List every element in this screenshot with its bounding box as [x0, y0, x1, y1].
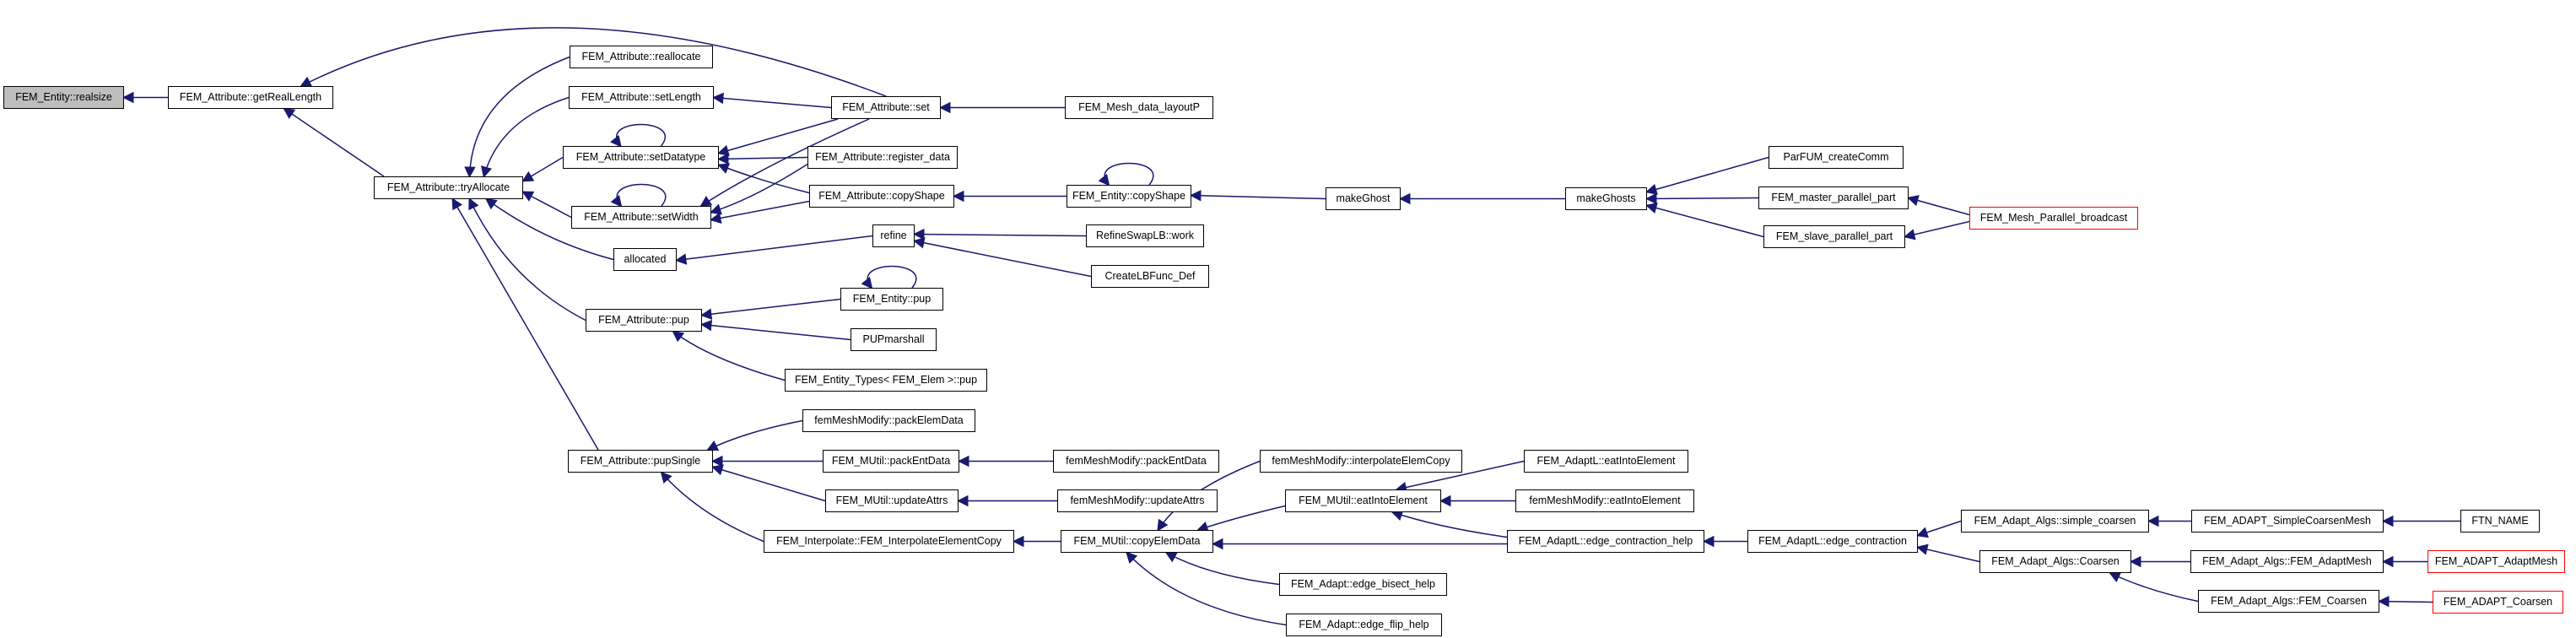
- node-setLength[interactable]: FEM_Attribute::setLength: [569, 86, 714, 109]
- node-entity_pup[interactable]: FEM_Entity::pup: [840, 288, 943, 311]
- edge-createlbfunc_def-refine: [913, 237, 1092, 278]
- edge-allocated-tryAllocate: [484, 197, 614, 261]
- edge-entity_types_pup-attr_pup: [672, 330, 786, 381]
- edge-pupSingle-tryAllocate: [451, 197, 599, 451]
- node-entity_types_pup[interactable]: FEM_Entity_Types< FEM_Elem >::pup: [785, 369, 987, 392]
- node-simpleCoarsenMesh[interactable]: FEM_ADAPT_SimpleCoarsenMesh: [2191, 510, 2384, 533]
- edge-setWidth-tryAllocate: [521, 191, 572, 219]
- node-femMM_interpElemCopy[interactable]: femMeshModify::interpolateElemCopy: [1260, 450, 1462, 473]
- edge-mutil_eatIntoElement-copyElemData: [1196, 505, 1286, 533]
- edge-refineswaplb_work-refine: [912, 228, 1087, 241]
- edge-adaptl_eatIntoElement-mutil_eatIntoElement: [1395, 460, 1525, 494]
- edge-algs_coarsen-edge_contraction: [1916, 543, 1980, 563]
- edge-fem_coarsen-algs_coarsen: [2109, 571, 2199, 603]
- node-mutil_updateAttrs[interactable]: FEM_MUtil::updateAttrs: [825, 489, 959, 512]
- node-pupSingle[interactable]: FEM_Attribute::pupSingle: [568, 450, 713, 473]
- node-adapt_coarsen[interactable]: FEM_ADAPT_Coarsen: [2433, 591, 2563, 614]
- node-slave_parallel[interactable]: FEM_slave_parallel_part: [1763, 225, 1905, 248]
- node-packElemData[interactable]: femMeshModify::packElemData: [802, 409, 975, 432]
- edge-mesh_parallel_broadcast-slave_parallel: [1904, 220, 1970, 241]
- node-master_parallel[interactable]: FEM_master_parallel_part: [1758, 187, 1909, 209]
- node-algs_coarsen[interactable]: FEM_Adapt_Algs::Coarsen: [1979, 550, 2131, 573]
- edge-refine-allocated: [674, 235, 873, 265]
- node-edge_contraction[interactable]: FEM_AdaptL::edge_contraction: [1747, 530, 1918, 553]
- node-ftn_name[interactable]: FTN_NAME: [2460, 510, 2540, 533]
- edge-attr_copyShape-setWidth: [710, 200, 810, 224]
- edge-entity_pup-attr_pup: [699, 298, 841, 320]
- node-makeGhosts[interactable]: makeGhosts: [1565, 187, 1647, 210]
- node-refineswaplb_work[interactable]: RefineSwapLB::work: [1086, 224, 1204, 247]
- node-flip_help[interactable]: FEM_Adapt::edge_flip_help: [1286, 614, 1442, 636]
- node-refine[interactable]: refine: [872, 224, 915, 247]
- edge-master_parallel-makeGhosts: [1644, 192, 1759, 205]
- node-femMM_updateAttrs[interactable]: femMeshModify::updateAttrs: [1057, 489, 1218, 512]
- edge-attr_pup-tryAllocate: [468, 197, 586, 322]
- edge-entity_pup-entity_pup: [861, 265, 917, 289]
- edge-attr_copyShape-setDatatype: [717, 163, 810, 194]
- edge-parfum_createComm-makeGhosts: [1645, 156, 1769, 195]
- edge-setDatatype-setDatatype: [610, 123, 666, 148]
- edge-flip_help-copyElemData: [1126, 551, 1287, 626]
- edge-simple_coarsen-edge_contraction: [1916, 520, 1962, 538]
- node-parfum_createComm[interactable]: ParFUM_createComm: [1769, 146, 1904, 169]
- node-realsize: FEM_Entity::realsize: [3, 86, 124, 109]
- node-pupmarshall[interactable]: PUPmarshall: [851, 328, 937, 351]
- edge-set-setDatatype: [717, 118, 839, 156]
- node-attr_copyShape[interactable]: FEM_Attribute::copyShape: [809, 185, 954, 208]
- edge-packElemData-pupSingle: [706, 419, 803, 451]
- edge-adapt_coarsen-fem_coarsen: [2377, 595, 2433, 608]
- edge-reallocate-tryAllocate: [464, 56, 570, 179]
- node-makeGhost[interactable]: makeGhost: [1326, 187, 1401, 210]
- edge-mesh_parallel_broadcast-master_parallel: [1907, 195, 1970, 216]
- node-register_data[interactable]: FEM_Attribute::register_data: [807, 146, 958, 169]
- edge-contraction_help-mutil_eatIntoElement: [1391, 510, 1508, 538]
- node-interp_copy[interactable]: FEM_Interpolate::FEM_InterpolateElementC…: [764, 530, 1014, 553]
- edge-entity_copyShape-entity_copyShape: [1098, 162, 1154, 187]
- edge-setLength-tryAllocate: [481, 96, 570, 178]
- node-adapt_adaptMesh[interactable]: FEM_ADAPT_AdaptMesh: [2427, 550, 2565, 573]
- edge-setDatatype-tryAllocate: [521, 156, 564, 182]
- node-mesh_data_layoutP[interactable]: FEM_Mesh_data_layoutP: [1065, 96, 1213, 119]
- edge-setWidth-setWidth: [610, 183, 667, 208]
- edge-slave_parallel-makeGhosts: [1645, 202, 1764, 238]
- node-mesh_parallel_broadcast[interactable]: FEM_Mesh_Parallel_broadcast: [1969, 207, 2138, 230]
- node-setDatatype[interactable]: FEM_Attribute::setDatatype: [563, 146, 719, 169]
- node-contraction_help[interactable]: FEM_AdaptL::edge_contraction_help: [1507, 530, 1704, 553]
- edge-register_data-setWidth: [710, 163, 808, 215]
- edge-set-setWidth: [699, 118, 870, 208]
- node-femMM_eatIntoElement[interactable]: femMeshModify::eatIntoElement: [1515, 489, 1694, 512]
- edge-interp_copy-pupSingle: [660, 471, 764, 543]
- node-adaptl_eatIntoElement[interactable]: FEM_AdaptL::eatIntoElement: [1524, 450, 1688, 473]
- node-bisect_help[interactable]: FEM_Adapt::edge_bisect_help: [1279, 573, 1447, 596]
- node-fem_coarsen[interactable]: FEM_Adapt_Algs::FEM_Coarsen: [2198, 590, 2379, 613]
- edge-makeGhost-entity_copyShape: [1189, 190, 1326, 202]
- node-attr_pup[interactable]: FEM_Attribute::pup: [586, 309, 702, 332]
- node-allocated[interactable]: allocated: [613, 248, 677, 271]
- edge-register_data-setDatatype: [716, 153, 808, 165]
- edge-bisect_help-copyElemData: [1164, 552, 1280, 586]
- node-tryAllocate[interactable]: FEM_Attribute::tryAllocate: [374, 176, 523, 199]
- node-femMM_packEntData[interactable]: femMeshModify::packEntData: [1053, 450, 1219, 473]
- node-mutil_packEntData[interactable]: FEM_MUtil::packEntData: [823, 450, 959, 473]
- node-mutil_eatIntoElement[interactable]: FEM_MUtil::eatIntoElement: [1285, 489, 1441, 512]
- edge-tryAllocate-getRealLength: [283, 107, 385, 177]
- node-set[interactable]: FEM_Attribute::set: [831, 96, 941, 119]
- node-fem_adaptMesh[interactable]: FEM_Adapt_Algs::FEM_AdaptMesh: [2190, 550, 2384, 573]
- node-entity_copyShape[interactable]: FEM_Entity::copyShape: [1067, 185, 1191, 208]
- node-setWidth[interactable]: FEM_Attribute::setWidth: [571, 206, 711, 229]
- edge-set-getRealLength: [300, 27, 887, 97]
- edge-set-setLength: [711, 92, 832, 109]
- node-reallocate[interactable]: FEM_Attribute::reallocate: [570, 46, 713, 68]
- node-simple_coarsen[interactable]: FEM_Adapt_Algs::simple_coarsen: [1961, 510, 2149, 533]
- node-createlbfunc_def[interactable]: CreateLBFunc_Def: [1091, 265, 1209, 288]
- node-getRealLength[interactable]: FEM_Attribute::getRealLength: [168, 86, 333, 109]
- node-copyElemData[interactable]: FEM_MUtil::copyElemData: [1061, 530, 1213, 553]
- edges-group: [122, 27, 2460, 626]
- edge-mutil_updateAttrs-pupSingle: [711, 464, 826, 502]
- edge-pupmarshall-attr_pup: [699, 319, 851, 341]
